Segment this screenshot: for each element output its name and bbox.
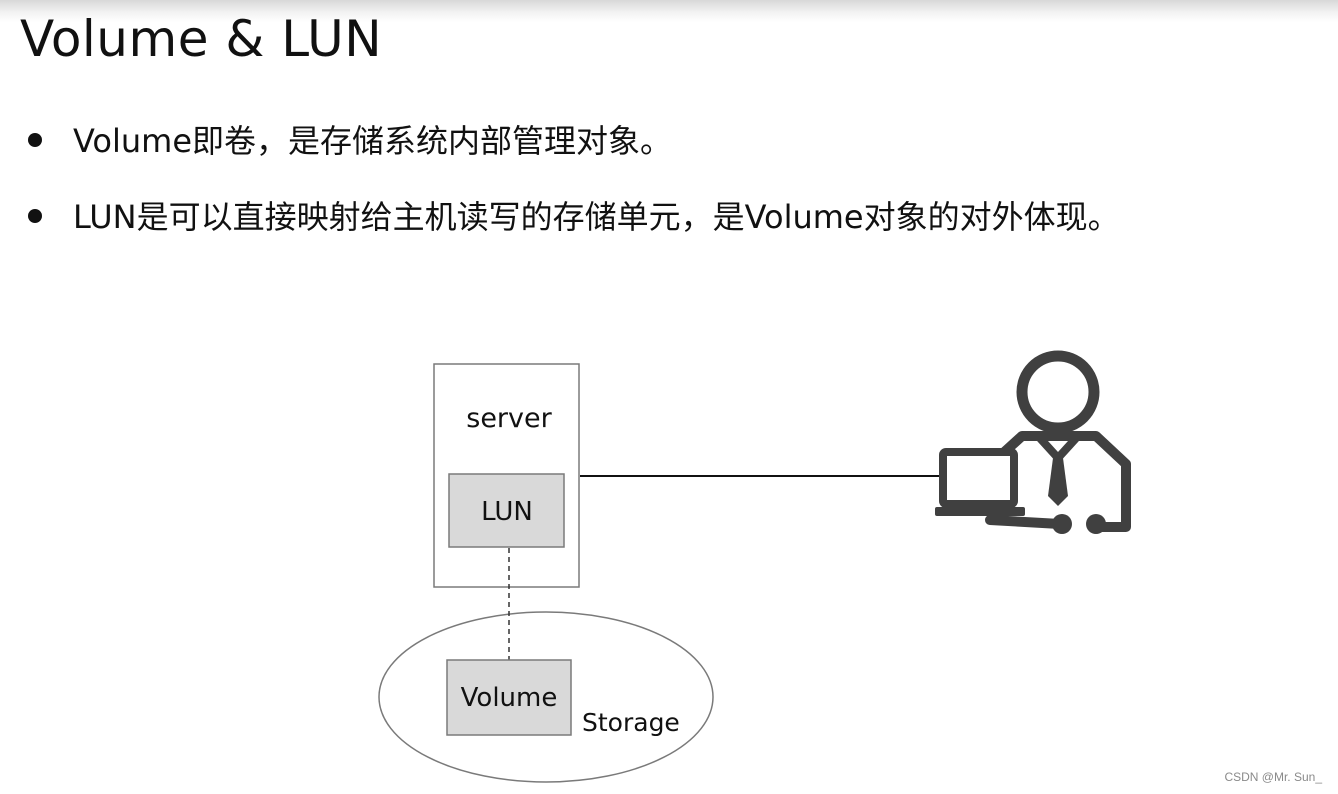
- storage-label: Storage: [582, 708, 680, 737]
- lun-box: [448, 473, 565, 548]
- user-at-laptop-icon: [935, 350, 1131, 534]
- bullet-dot: [28, 133, 42, 147]
- slide-title: Volume & LUN: [20, 10, 383, 68]
- bullet-item-volume: Volume即卷，是存储系统内部管理对象。: [28, 116, 1120, 192]
- volume-label: Volume: [461, 683, 558, 713]
- bullet-item-lun: LUN是可以直接映射给主机读写的存储单元，是Volume对象的对外体现。: [28, 192, 1120, 268]
- top-shade: [0, 0, 1338, 22]
- watermark-text: CSDN @Mr. Sun_: [1224, 770, 1322, 784]
- volume-box: [446, 659, 572, 736]
- server-label: server: [466, 403, 552, 434]
- lun-label: LUN: [481, 497, 533, 527]
- bullet-text-volume: Volume即卷，是存储系统内部管理对象。: [73, 122, 673, 160]
- bullet-dot: [28, 209, 42, 223]
- bullet-list: Volume即卷，是存储系统内部管理对象。 LUN是可以直接映射给主机读写的存储…: [28, 116, 1120, 268]
- bullet-text-lun: LUN是可以直接映射给主机读写的存储单元，是Volume对象的对外体现。: [73, 198, 1120, 236]
